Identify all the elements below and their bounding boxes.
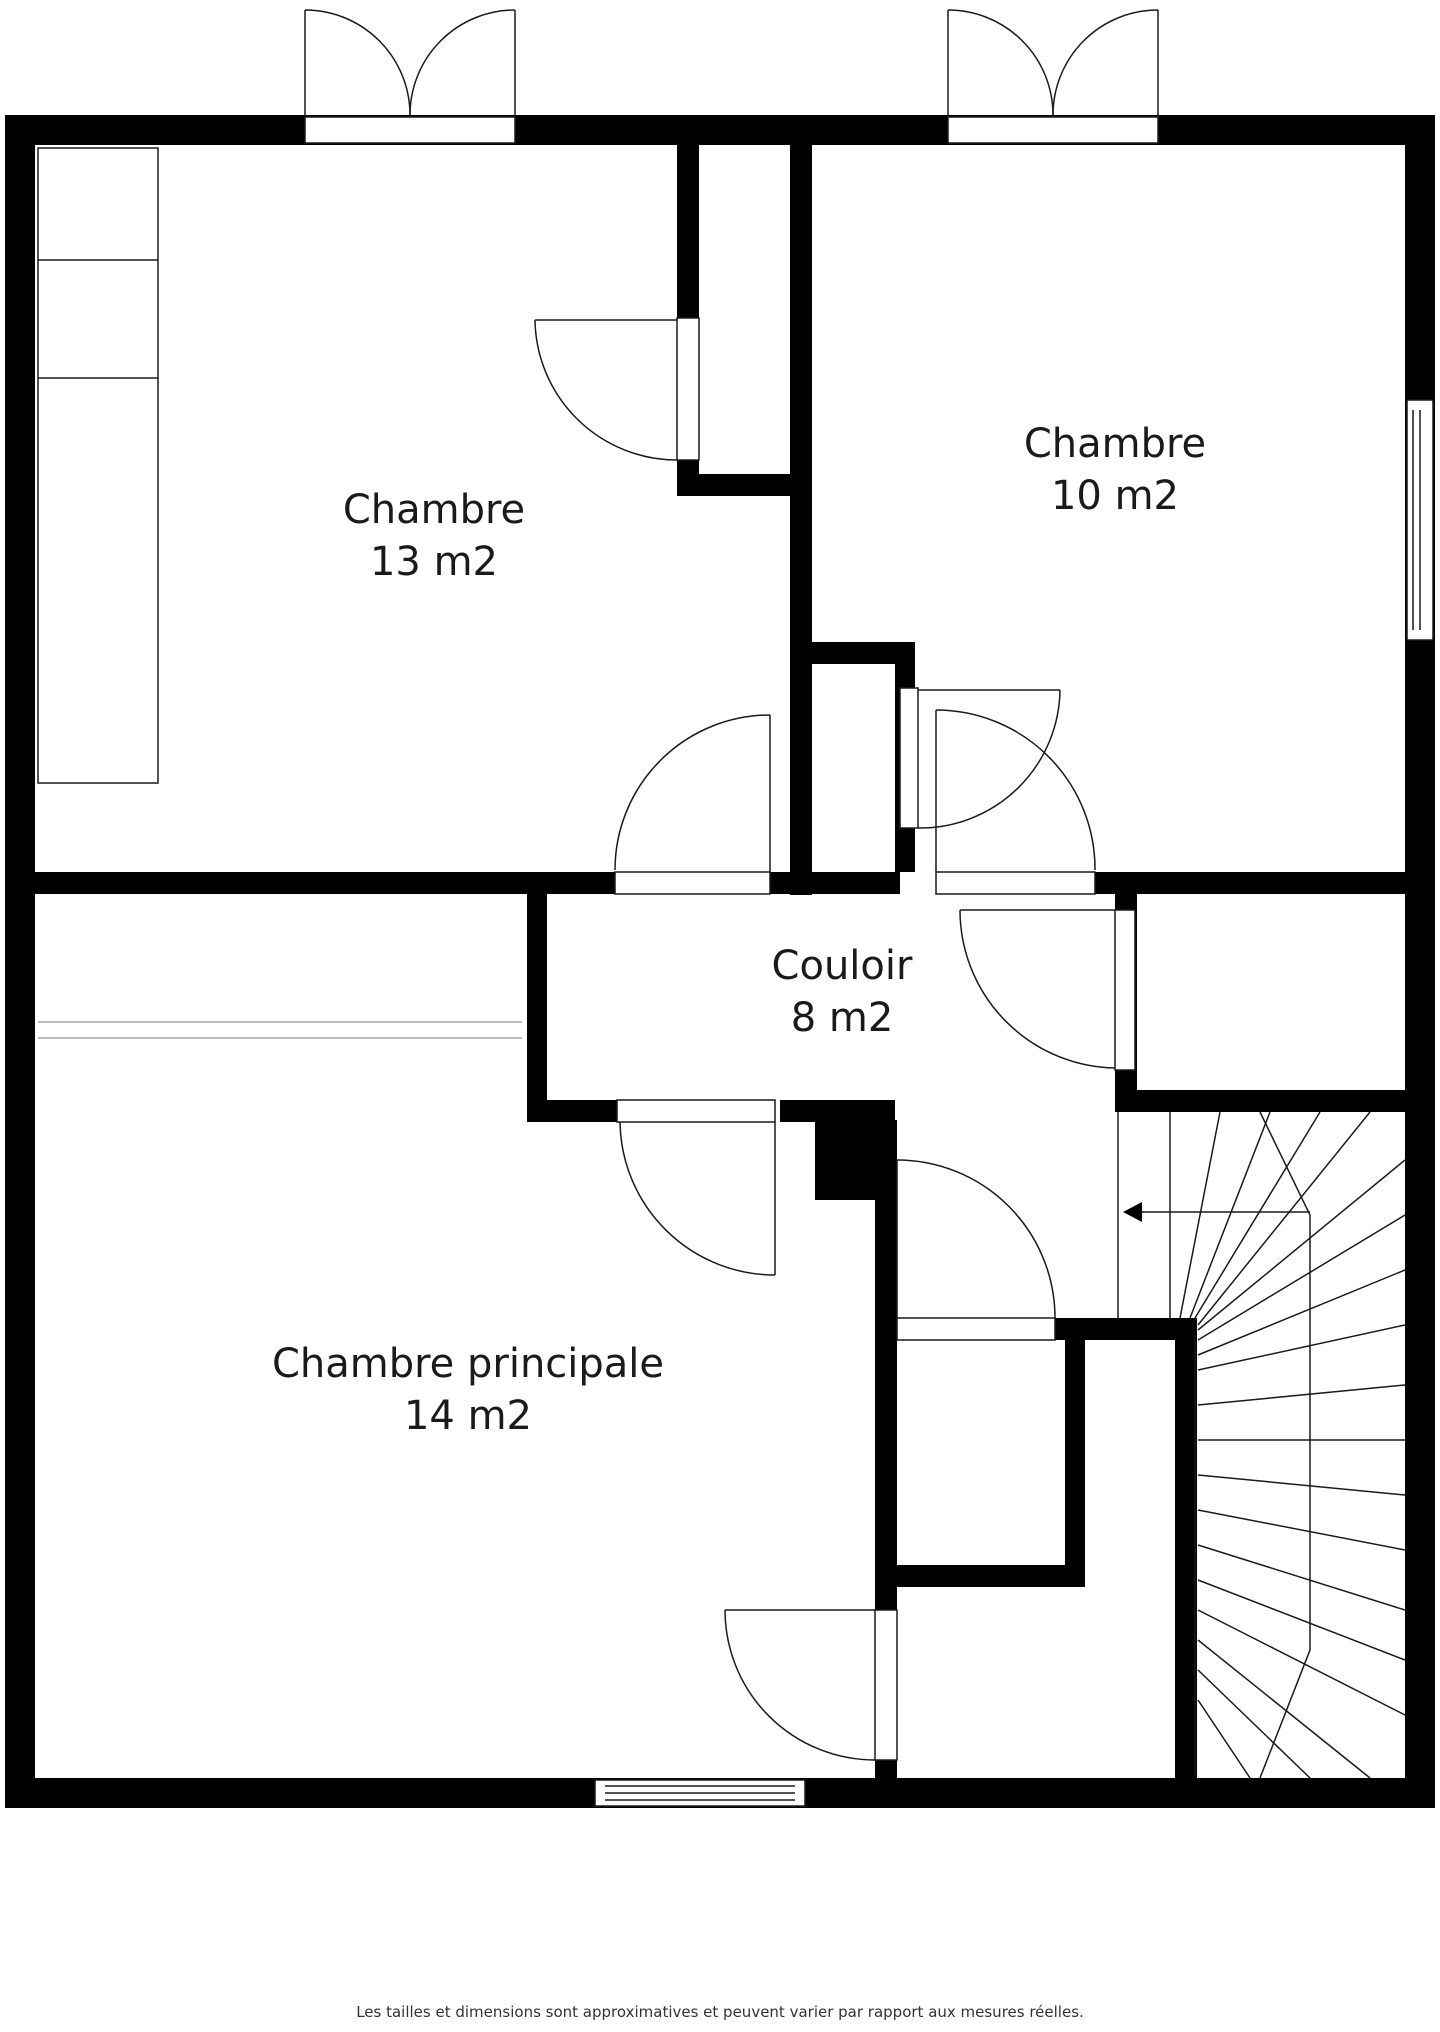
exterior-walls <box>5 115 1435 1808</box>
room-area: 8 m2 <box>790 995 894 1041</box>
room-name: Chambre principale <box>271 1341 665 1387</box>
door-frames <box>614 317 1136 1761</box>
top-window-left <box>304 116 516 144</box>
room-area: 10 m2 <box>1050 473 1180 519</box>
staircase <box>1117 1111 1406 1779</box>
french-doors <box>304 9 1159 117</box>
room-name: Couloir <box>771 943 913 989</box>
wardrobe-chambre-principale <box>38 1021 522 1039</box>
wall-top <box>5 115 1435 145</box>
room-label-chambre-10: Chambre 10 m2 <box>1024 418 1206 522</box>
room-label-chambre-principale: Chambre principale 14 m2 <box>272 1338 664 1442</box>
disclaimer-text: Les tailles et dimensions sont approxima… <box>356 2003 1084 2021</box>
room-label-chambre-13: Chambre 13 m2 <box>343 484 525 588</box>
room-label-couloir: Couloir 8 m2 <box>772 940 913 1044</box>
door-swings <box>534 319 1116 1761</box>
wall-right <box>1405 115 1435 1808</box>
top-window-right <box>947 116 1159 144</box>
window-glazing-lines <box>605 410 1421 1801</box>
wardrobe-chambre-13 <box>37 147 159 784</box>
stair-direction-arrow <box>1123 1202 1142 1222</box>
room-area: 14 m2 <box>403 1393 533 1439</box>
interior-walls <box>35 145 1405 1780</box>
wall-left <box>5 115 35 1808</box>
room-name: Chambre <box>1023 421 1207 467</box>
room-name: Chambre <box>342 487 526 533</box>
room-area: 13 m2 <box>369 539 499 585</box>
